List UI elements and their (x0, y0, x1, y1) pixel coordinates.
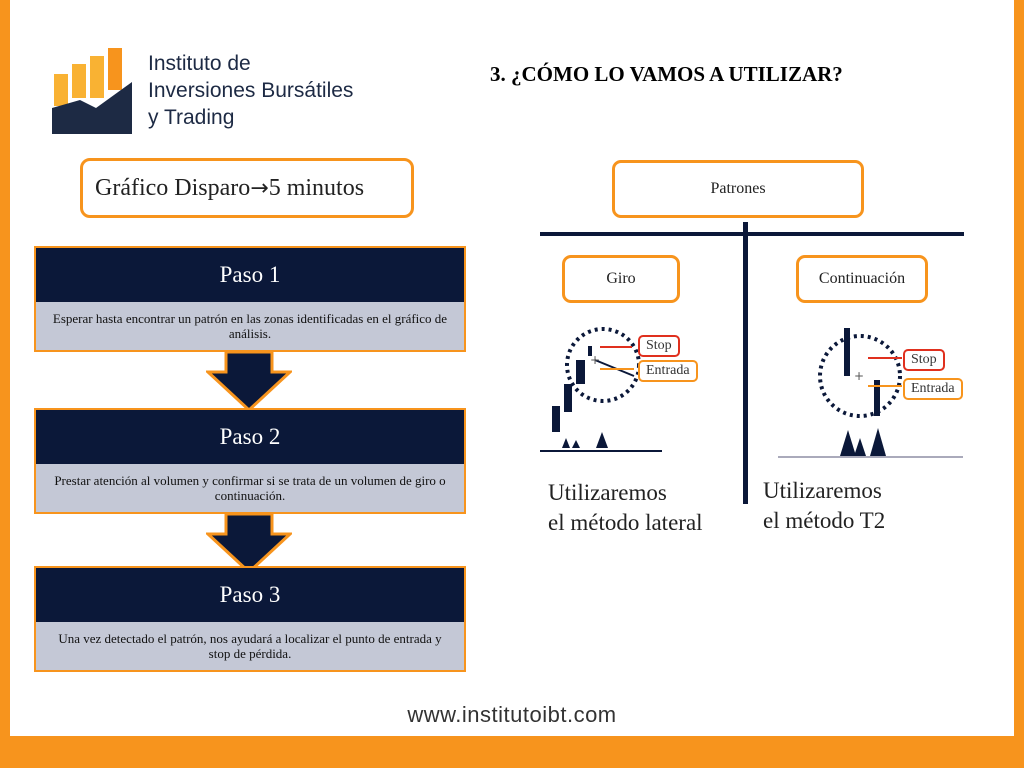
slide-title: 3. ¿CÓMO LO VAMOS A UTILIZAR? (490, 62, 843, 86)
frame-bottom-border (0, 736, 1024, 768)
grafico-disparo-box: Gráfico Disparo → 5 minutos (80, 158, 414, 218)
tree-vertical-line (743, 222, 748, 504)
step-3-text: Una vez detectado el patrón, nos ayudará… (36, 622, 464, 670)
svg-text:+: + (854, 369, 864, 383)
step-1-text: Esperar hasta encontrar un patrón en las… (36, 302, 464, 350)
patrones-box: Patrones (612, 160, 864, 218)
continuacion-method-line-2: el método T2 (763, 508, 886, 533)
continuacion-stop-tag: Stop (903, 349, 945, 371)
continuacion-box: Continuación (796, 255, 928, 303)
step-2: Paso 2 Prestar atención al volumen y con… (36, 410, 464, 512)
logo-icon (52, 48, 132, 134)
frame-left-border (0, 0, 10, 768)
step-1-title: Paso 1 (36, 248, 464, 302)
grafico-suffix: 5 minutos (268, 174, 365, 201)
giro-method-line-2: el método lateral (548, 510, 703, 535)
frame-right-border (1014, 0, 1024, 768)
giro-method-line-1: Utilizaremos (548, 480, 667, 505)
step-2-text: Prestar atención al volumen y confirmar … (36, 464, 464, 512)
giro-pattern-chart: + (540, 327, 662, 452)
logo-line-2: Inversiones Bursátiles (148, 79, 354, 102)
step-3: Paso 3 Una vez detectado el patrón, nos … (36, 568, 464, 670)
footer-url: www.institutoibt.com (407, 702, 617, 727)
logo-line-3: y Trading (148, 106, 235, 129)
continuacion-pattern-chart: + (778, 328, 963, 458)
giro-method-text: Utilizaremos el método lateral (548, 478, 703, 538)
giro-box: Giro (562, 255, 680, 303)
svg-text:+: + (590, 353, 600, 367)
logo-text: Instituto de Inversiones Bursátiles y Tr… (148, 50, 353, 131)
arrow-down-icon (206, 512, 292, 574)
step-3-title: Paso 3 (36, 568, 464, 622)
continuacion-entrada-tag: Entrada (903, 378, 963, 400)
step-1: Paso 1 Esperar hasta encontrar un patrón… (36, 248, 464, 350)
step-2-title: Paso 2 (36, 410, 464, 464)
arrow-right-icon: → (250, 175, 269, 201)
continuacion-method-text: Utilizaremos el método T2 (763, 476, 885, 536)
continuacion-method-line-1: Utilizaremos (763, 478, 882, 503)
logo-line-1: Instituto de (148, 52, 251, 75)
tree-horizontal-line (540, 232, 964, 236)
arrow-down-icon (206, 350, 292, 412)
grafico-prefix: Gráfico Disparo (95, 174, 251, 201)
giro-stop-tag: Stop (638, 335, 680, 357)
giro-entrada-tag: Entrada (638, 360, 698, 382)
